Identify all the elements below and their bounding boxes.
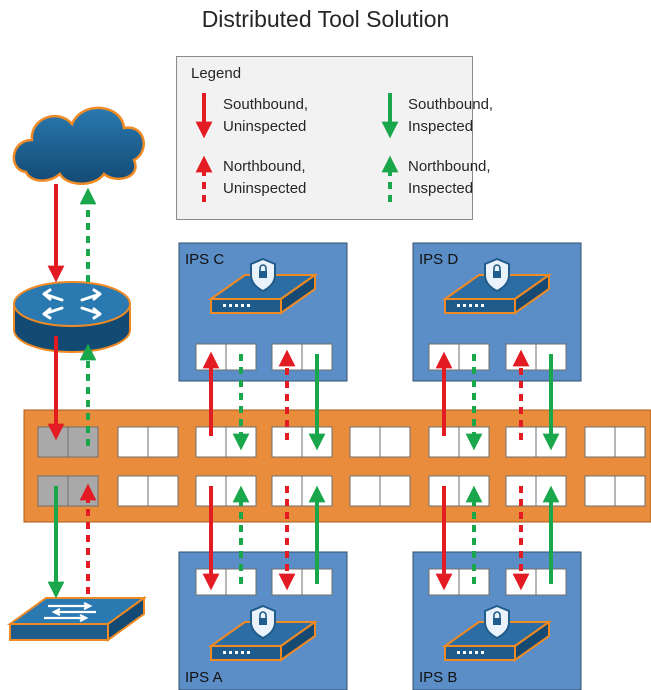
- ips-port: [505, 343, 537, 371]
- ips-a-appliance-icon: [207, 604, 319, 662]
- legend-box: Legend Southbound, Uninspected Southboun…: [176, 56, 493, 220]
- broker-port: [67, 426, 99, 458]
- broker-port: [349, 426, 381, 458]
- diagram-title: Distributed Tool Solution: [201, 6, 450, 32]
- broker-port: [584, 475, 616, 507]
- broker-port: [614, 475, 646, 507]
- broker-port: [117, 426, 149, 458]
- cloud-icon: [12, 106, 145, 185]
- ips-c-label: IPS C: [185, 251, 225, 268]
- broker-port: [67, 475, 99, 507]
- ips-d-appliance-icon: [441, 257, 553, 315]
- network-switch-icon: [6, 596, 148, 642]
- ips-a-label: IPS A: [185, 669, 223, 686]
- legend-entry-line1: Northbound,: [408, 158, 491, 175]
- broker-port: [584, 426, 616, 458]
- broker-port: [379, 475, 411, 507]
- broker-port: [37, 426, 69, 458]
- legend-entry-northbound-uninspected: Northbound, Uninspected: [223, 156, 306, 200]
- broker-port: [271, 426, 303, 458]
- legend-entry-line1: Southbound,: [223, 96, 309, 113]
- ips-port: [225, 568, 257, 596]
- legend-entry-line2: Inspected: [408, 118, 474, 135]
- legend-entry-line2: Inspected: [408, 180, 474, 197]
- broker-port: [117, 475, 149, 507]
- broker-port: [37, 475, 69, 507]
- legend-entry-line1: Northbound,: [223, 158, 306, 175]
- legend-entry-northbound-inspected: Northbound, Inspected: [408, 156, 491, 200]
- ips-port: [271, 343, 303, 371]
- broker-port: [147, 475, 179, 507]
- ips-port: [505, 568, 537, 596]
- legend-entry-line2: Uninspected: [223, 118, 307, 135]
- ips-port: [458, 343, 490, 371]
- ips-b-label: IPS B: [419, 669, 458, 686]
- broker-port: [147, 426, 179, 458]
- broker-port: [505, 426, 537, 458]
- legend-entry-southbound-uninspected: Southbound, Uninspected: [223, 94, 308, 138]
- broker-port: [614, 426, 646, 458]
- legend-entry-southbound-inspected: Southbound, Inspected: [408, 94, 493, 138]
- ips-c-appliance-icon: [207, 257, 319, 315]
- router-icon: [13, 281, 131, 353]
- broker-port: [349, 475, 381, 507]
- ips-b-appliance-icon: [441, 604, 553, 662]
- legend-heading: Legend: [191, 65, 242, 82]
- legend-entry-line2: Uninspected: [223, 180, 307, 197]
- broker-port: [379, 426, 411, 458]
- legend-entry-line1: Southbound,: [408, 96, 494, 113]
- ips-port: [458, 568, 490, 596]
- ips-d-label: IPS D: [419, 251, 459, 268]
